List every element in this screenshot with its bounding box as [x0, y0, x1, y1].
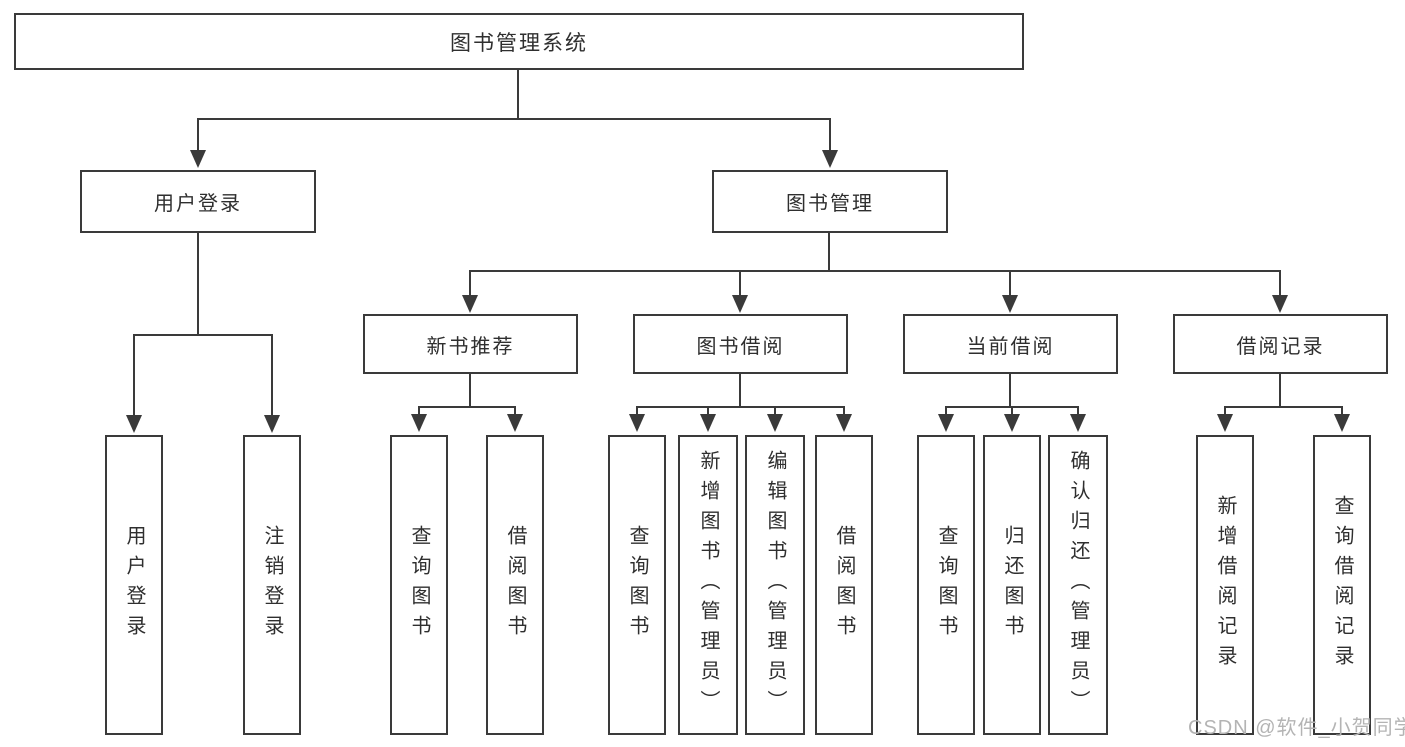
connector-line	[133, 334, 135, 416]
leaf-user-login: 用户登录	[105, 435, 163, 735]
arrowhead-down-icon	[938, 414, 954, 432]
connector-line	[828, 233, 830, 272]
connector-line	[843, 406, 845, 416]
node-label: 用户登录	[123, 525, 145, 645]
connector-line	[1279, 270, 1281, 296]
connector-line	[133, 334, 273, 336]
connector-line	[945, 406, 947, 416]
node-label: 查询图书	[935, 525, 957, 645]
connector-line	[1224, 406, 1226, 416]
connector-line	[197, 118, 831, 120]
node-new-book-recommendation: 新书推荐	[363, 314, 578, 374]
arrowhead-down-icon	[264, 415, 280, 433]
arrowhead-down-icon	[1334, 414, 1350, 432]
node-label: 查询图书	[408, 525, 430, 645]
leaf-query-borrow-record: 查询借阅记录	[1313, 435, 1371, 735]
node-label: 查询图书	[626, 525, 648, 645]
arrowhead-down-icon	[836, 414, 852, 432]
connector-line	[418, 406, 516, 408]
node-user-login: 用户登录	[80, 170, 316, 233]
arrowhead-down-icon	[126, 415, 142, 433]
node-label: 借阅图书	[833, 525, 855, 645]
node-book-management: 图书管理	[712, 170, 948, 233]
leaf-query-books-recommend: 查询图书	[390, 435, 448, 735]
node-library-management-system: 图书管理系统	[14, 13, 1024, 70]
leaf-query-books-current: 查询图书	[917, 435, 975, 735]
node-label: 图书借阅	[696, 335, 785, 358]
connector-line	[418, 406, 420, 416]
arrowhead-down-icon	[629, 414, 645, 432]
node-label: 图书管理系统	[450, 31, 588, 55]
node-label: 查询借阅记录	[1331, 495, 1353, 675]
connector-line	[1011, 406, 1013, 416]
connector-line	[469, 270, 471, 296]
connector-line	[1341, 406, 1343, 416]
arrowhead-down-icon	[822, 150, 838, 168]
connector-line	[469, 270, 1281, 272]
leaf-query-books-borrowing: 查询图书	[608, 435, 666, 735]
node-label: 新书推荐	[426, 335, 515, 358]
connector-line	[1224, 406, 1343, 408]
leaf-add-book-admin: 新增图书（管理员）	[678, 435, 738, 735]
node-label: 借阅记录	[1236, 335, 1325, 358]
leaf-borrow-books-borrowing: 借阅图书	[815, 435, 873, 735]
connector-line	[517, 70, 519, 120]
connector-line	[514, 406, 516, 416]
connector-line	[1077, 406, 1079, 416]
node-label: 确认归还（管理员）	[1067, 450, 1089, 720]
arrowhead-down-icon	[411, 414, 427, 432]
node-label: 用户登录	[154, 193, 242, 215]
node-label: 归还图书	[1001, 525, 1023, 645]
connector-line	[739, 374, 741, 408]
connector-line	[636, 406, 844, 408]
connector-line	[707, 406, 709, 416]
connector-line	[774, 406, 776, 416]
csdn-watermark: CSDN @软件_小贺同学	[1188, 717, 1405, 739]
connector-line	[197, 233, 199, 336]
connector-line	[469, 374, 471, 408]
connector-line	[197, 118, 199, 152]
connector-line	[1009, 374, 1011, 408]
node-label: 新增图书（管理员）	[697, 450, 719, 720]
arrowhead-down-icon	[1272, 295, 1288, 313]
leaf-borrow-books-recommend: 借阅图书	[486, 435, 544, 735]
node-current-borrowing: 当前借阅	[903, 314, 1118, 374]
arrowhead-down-icon	[1004, 414, 1020, 432]
arrowhead-down-icon	[700, 414, 716, 432]
connector-line	[1279, 374, 1281, 408]
node-borrowing-records: 借阅记录	[1173, 314, 1388, 374]
leaf-add-borrow-record: 新增借阅记录	[1196, 435, 1254, 735]
connector-line	[271, 334, 273, 416]
connector-line	[739, 270, 741, 296]
arrowhead-down-icon	[732, 295, 748, 313]
arrowhead-down-icon	[462, 295, 478, 313]
leaf-confirm-return-admin: 确认归还（管理员）	[1048, 435, 1108, 735]
connector-line	[636, 406, 638, 416]
leaf-edit-book-admin: 编辑图书（管理员）	[745, 435, 805, 735]
arrowhead-down-icon	[190, 150, 206, 168]
node-label: 新增借阅记录	[1214, 495, 1236, 675]
node-label: 借阅图书	[504, 525, 526, 645]
node-label: 图书管理	[786, 193, 874, 215]
arrowhead-down-icon	[1070, 414, 1086, 432]
leaf-logout: 注销登录	[243, 435, 301, 735]
arrowhead-down-icon	[507, 414, 523, 432]
arrowhead-down-icon	[1217, 414, 1233, 432]
node-label: 注销登录	[261, 525, 283, 645]
arrowhead-down-icon	[1002, 295, 1018, 313]
node-label: 当前借阅	[966, 335, 1055, 358]
leaf-return-books: 归还图书	[983, 435, 1041, 735]
node-label: 编辑图书（管理员）	[764, 450, 786, 720]
arrowhead-down-icon	[767, 414, 783, 432]
connector-line	[1009, 270, 1011, 296]
node-book-borrowing: 图书借阅	[633, 314, 848, 374]
connector-line	[829, 118, 831, 152]
